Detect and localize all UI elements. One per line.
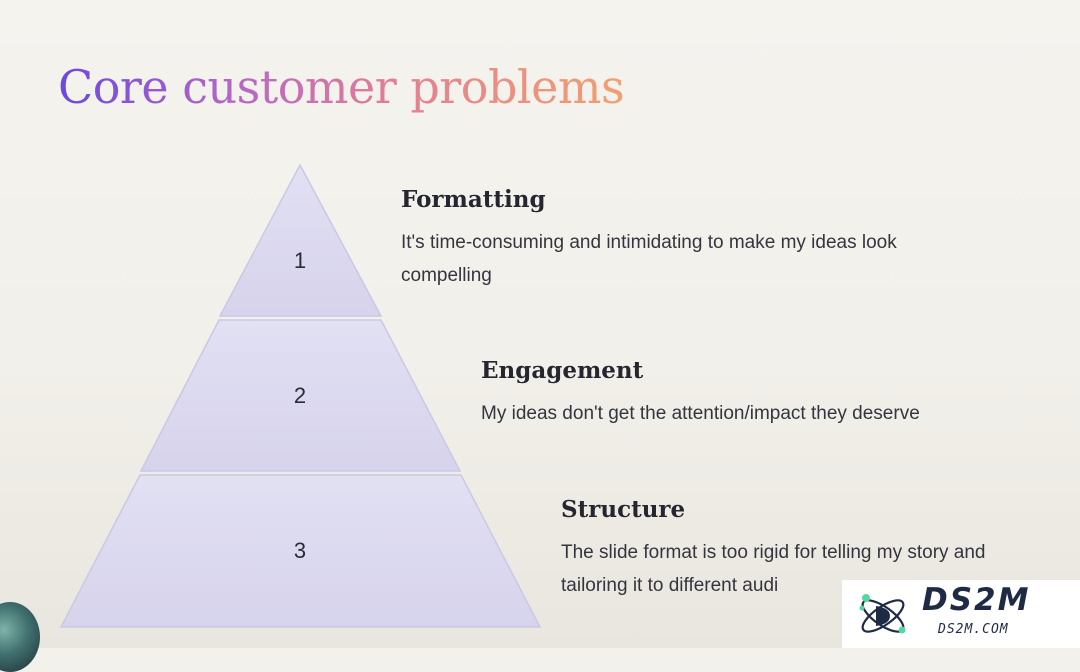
watermark-name: DS2M xyxy=(922,582,1031,618)
pyramid-tier-1 xyxy=(218,163,383,317)
pyramid-tier-2 xyxy=(139,319,462,472)
problem-heading: Formatting xyxy=(401,186,546,213)
problem-description: The slide format is too rigid for tellin… xyxy=(561,541,986,596)
pyramid-tier-3 xyxy=(59,474,542,628)
atom-logo-icon xyxy=(859,594,906,634)
problem-description: It's time-consuming and intimidating to … xyxy=(401,231,897,286)
problem-heading: Structure xyxy=(561,496,686,523)
watermark-url: DS2M.COM xyxy=(938,622,1009,637)
watermark-overlay: DS2M DS2M.COM xyxy=(842,580,1080,648)
problem-item-formatting: Formatting It's time-consuming and intim… xyxy=(401,186,961,292)
tier-number-2: 2 xyxy=(294,383,306,408)
problem-description: My ideas don't get the attention/impact … xyxy=(481,402,920,424)
tier-number-1: 1 xyxy=(294,248,306,273)
problem-item-structure: Structure The slide format is too rigid … xyxy=(561,496,1021,602)
problem-item-engagement: Engagement My ideas don't get the attent… xyxy=(481,357,1021,430)
tier-number-3: 3 xyxy=(294,538,306,563)
pyramid-diagram: 1 2 3 xyxy=(59,163,542,628)
slide-title: Core customer problems xyxy=(58,60,625,114)
problem-heading: Engagement xyxy=(481,357,644,384)
